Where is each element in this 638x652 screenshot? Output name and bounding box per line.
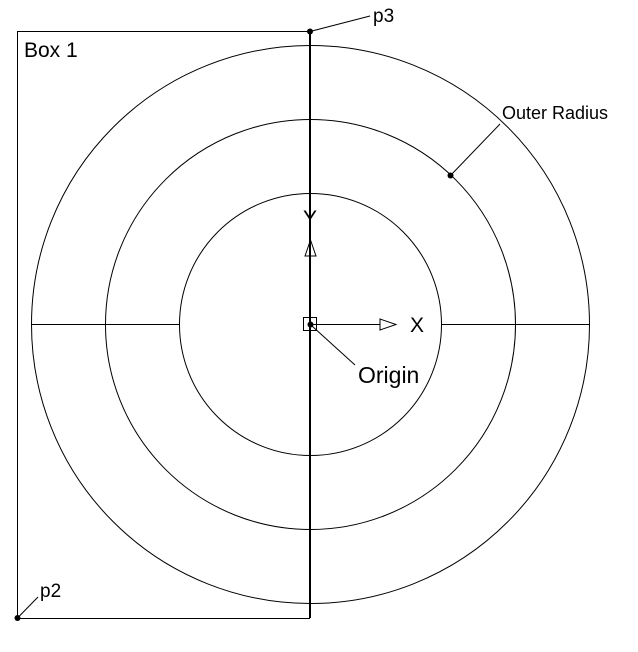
p2-leader-line [17, 596, 39, 619]
p3-label: p3 [373, 6, 394, 27]
x-axis-label: X [410, 314, 424, 337]
box-1-label: Box 1 [24, 39, 78, 62]
p2-label: p2 [40, 581, 61, 602]
origin-leader-line [311, 325, 356, 366]
outer-radius-label: Outer Radius [502, 103, 608, 123]
origin-label: Origin [358, 362, 419, 388]
origin-marker-square [303, 317, 317, 331]
p3-leader-line [309, 15, 371, 32]
x-axis-arrowhead [379, 318, 398, 331]
outer-radius-leader-line [450, 123, 501, 176]
